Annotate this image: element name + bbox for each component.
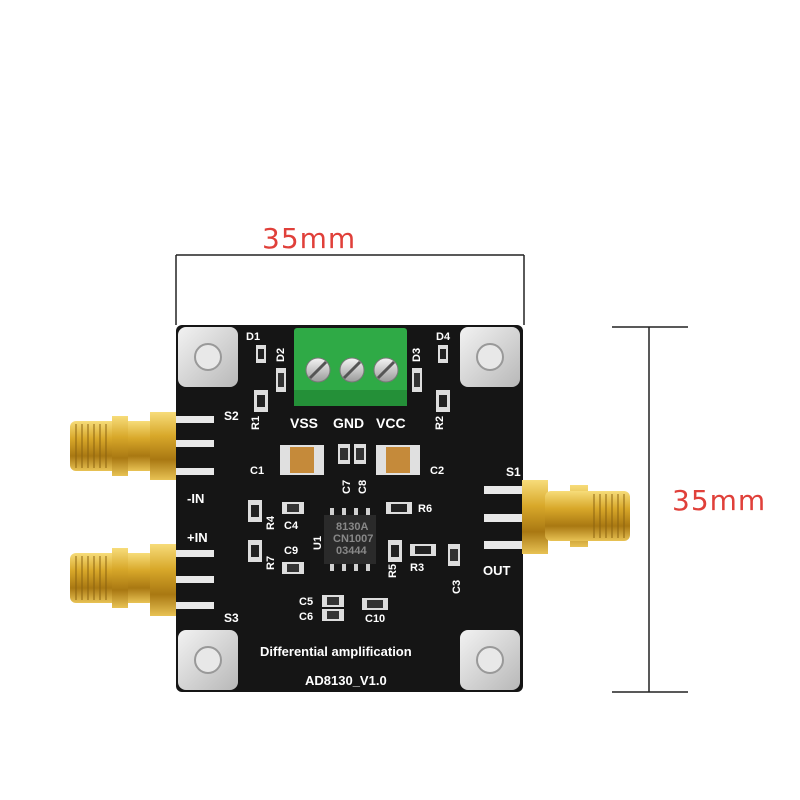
- height-dimension-label: 35mm: [672, 484, 767, 517]
- smd-resistor-r4: [248, 500, 262, 522]
- sma-connector-minus-in: [70, 412, 214, 480]
- silk-c9: C9: [284, 545, 298, 557]
- silk-c10: C10: [365, 613, 385, 625]
- silk-c1: C1: [250, 465, 264, 477]
- label-minus-in: -IN: [187, 491, 204, 506]
- sma-connector-plus-in: [70, 544, 214, 616]
- height-dimension-line: [612, 326, 688, 693]
- silk-c6: C6: [299, 611, 313, 623]
- mounting-hole-top-right: [460, 327, 520, 387]
- label-out: OUT: [483, 563, 511, 578]
- silk-d1: D1: [246, 331, 260, 343]
- width-dimension-label: 35mm: [262, 222, 357, 255]
- silk-r7: R7: [265, 556, 277, 570]
- smd-capacitor-c4: [282, 502, 304, 514]
- silk-d3: D3: [411, 348, 423, 362]
- silk-r4: R4: [265, 515, 277, 530]
- board-model: AD8130_V1.0: [305, 673, 387, 688]
- smd-capacitor-c6: [322, 609, 344, 621]
- capacitor-c1: [280, 445, 324, 475]
- smd-capacitor-c10: [362, 598, 388, 610]
- label-s1: S1: [506, 465, 521, 479]
- capacitor-c7-c8: [338, 444, 366, 464]
- silk-r6: R6: [418, 503, 432, 515]
- label-s2: S2: [224, 409, 239, 423]
- smd-capacitor-c5: [322, 595, 344, 607]
- silk-c8: C8: [357, 480, 369, 494]
- smd-capacitor-c3: [448, 544, 460, 566]
- smd-diode-d3: [412, 368, 422, 392]
- terminal-label-vcc: VCC: [376, 415, 406, 431]
- smd-resistor-r2: [436, 390, 450, 412]
- terminal-label-gnd: GND: [333, 415, 364, 431]
- mounting-hole-bottom-right: [460, 630, 520, 690]
- ic-chip-u1: [324, 508, 376, 571]
- silk-c2: C2: [430, 465, 444, 477]
- silk-d4: D4: [436, 331, 451, 343]
- capacitor-c2: [376, 445, 420, 475]
- silk-d2: D2: [275, 348, 287, 362]
- smd-diode-d4: [438, 345, 448, 363]
- chip-marking-3: 03444: [336, 545, 367, 557]
- silk-r2: R2: [434, 416, 446, 430]
- sma-connector-out: [484, 480, 630, 554]
- smd-resistor-r1: [254, 390, 268, 412]
- silk-r1: R1: [250, 416, 262, 430]
- smd-diode-d1: [256, 345, 266, 363]
- smd-resistor-r7: [248, 540, 262, 562]
- chip-marking-2: CN1007: [333, 533, 373, 545]
- silk-c7: C7: [341, 480, 353, 494]
- smd-resistor-r6: [386, 502, 412, 514]
- smd-resistor-r3: [410, 544, 436, 556]
- silk-c4: C4: [284, 520, 299, 532]
- board-title: Differential amplification: [260, 644, 412, 659]
- smd-diode-d2: [276, 368, 286, 392]
- terminal-label-vss: VSS: [290, 415, 318, 431]
- chip-marking-1: 8130A: [336, 521, 368, 533]
- pcb-board: [176, 325, 523, 692]
- terminal-block: [294, 328, 407, 406]
- silk-c5: C5: [299, 596, 313, 608]
- smd-capacitor-c9: [282, 562, 304, 574]
- label-s3: S3: [224, 611, 239, 625]
- mounting-hole-bottom-left: [178, 630, 238, 690]
- silk-u1: U1: [312, 536, 324, 550]
- mounting-hole-top-left: [178, 327, 238, 387]
- smd-resistor-r5: [388, 540, 402, 562]
- silk-r5: R5: [387, 564, 399, 578]
- silk-c3: C3: [451, 580, 463, 594]
- width-dimension-line: [175, 254, 525, 325]
- label-plus-in: +IN: [187, 530, 208, 545]
- silk-r3: R3: [410, 562, 424, 574]
